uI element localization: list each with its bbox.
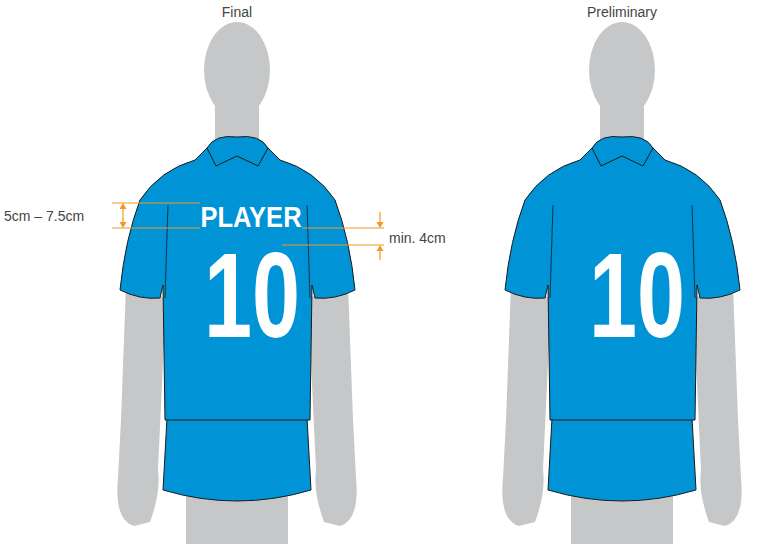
figure-final	[117, 22, 356, 544]
sleeve-seam	[550, 205, 553, 298]
jersey-collar	[592, 136, 653, 166]
player-number: 10	[579, 235, 694, 355]
player-name: PLAYER	[200, 202, 302, 232]
dimension-label: min. 4cm	[389, 231, 446, 245]
sleeve-seam	[307, 205, 310, 298]
figure-preliminary	[502, 22, 741, 544]
dimension-line	[379, 212, 380, 225]
figure-heading: Final	[222, 5, 252, 19]
jersey-body	[120, 148, 355, 420]
jersey: PLAYER10	[118, 143, 358, 428]
jersey-body	[505, 148, 740, 420]
arrow-head	[120, 203, 127, 209]
sleeve-seam	[165, 205, 168, 298]
jersey-collar	[207, 136, 268, 166]
jersey: 10	[503, 143, 743, 428]
arrow-head	[120, 222, 127, 228]
arrow-head	[377, 222, 384, 228]
dimension-line	[379, 248, 380, 260]
dimension-label: 5cm – 7.5cm	[4, 209, 84, 223]
dimension-line	[122, 206, 123, 225]
arrow-head	[377, 245, 384, 251]
figure-heading: Preliminary	[587, 5, 657, 19]
player-number: 10	[194, 235, 309, 355]
sleeve-seam	[692, 205, 695, 298]
